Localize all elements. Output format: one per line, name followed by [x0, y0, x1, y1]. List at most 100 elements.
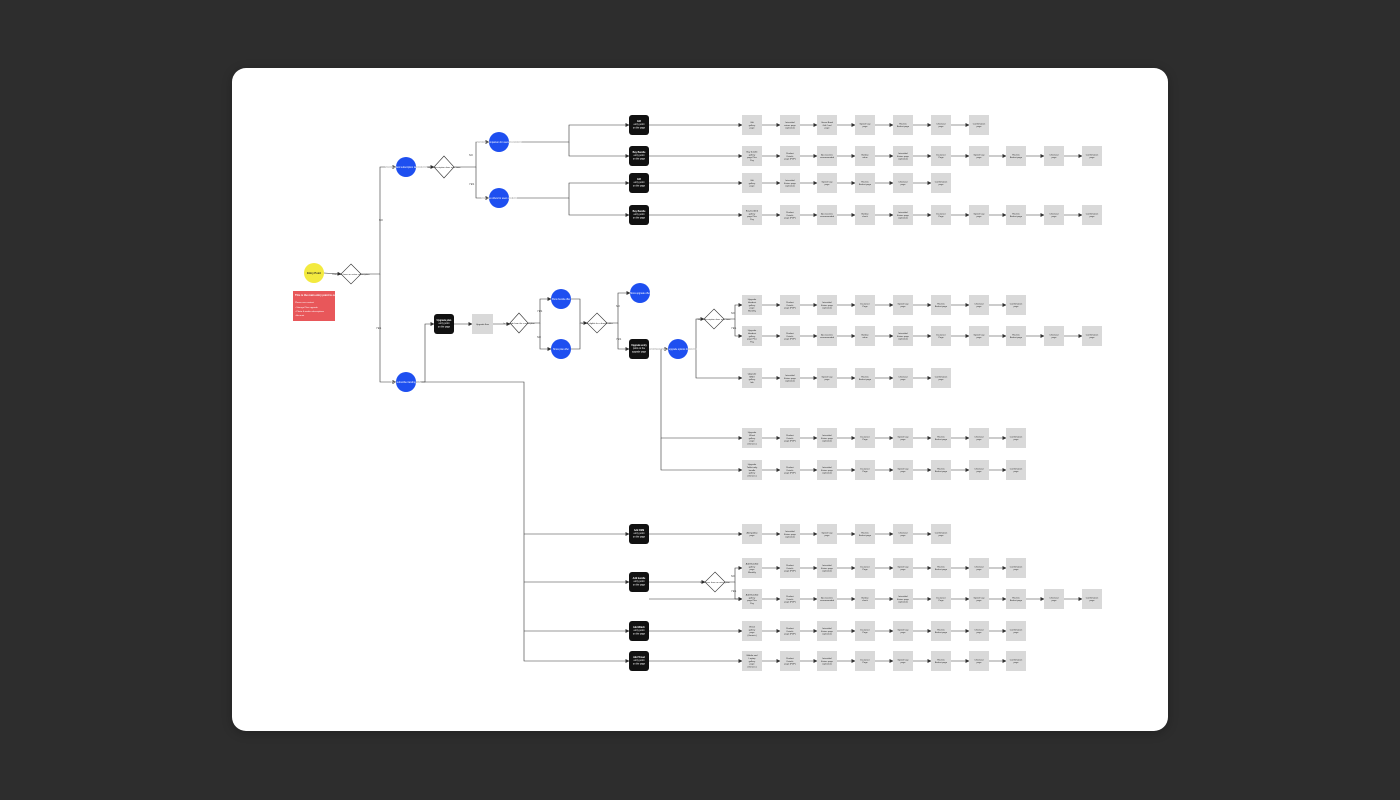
blue-node-landing[interactable]: Show standard subscription landing page [385, 157, 428, 177]
decision-top[interactable]: What subscription does user have [428, 155, 462, 179]
start-node[interactable]: Entry Point [304, 263, 324, 283]
blue-node-upgrade-offer[interactable]: Show upgrade offer [630, 283, 650, 303]
decision-upgrade[interactable]: What subscription does user have [698, 308, 732, 330]
decision-lower[interactable]: Is user eligible for a bundle offer [581, 312, 613, 334]
decision-mid[interactable]: Is upgrade from the current plan [503, 312, 535, 334]
upgrade-flow-box[interactable]: Upgrade flow [472, 314, 493, 334]
decision-bottom[interactable]: Does user have an active plan [700, 571, 730, 593]
decision-root[interactable]: Does user have an active subscription [333, 263, 371, 285]
blue-node-subscriber[interactable]: Show subscriber landing page [391, 372, 422, 392]
blue-node-recommended[interactable]: Show recommended upgrade options for cur… [647, 339, 710, 359]
